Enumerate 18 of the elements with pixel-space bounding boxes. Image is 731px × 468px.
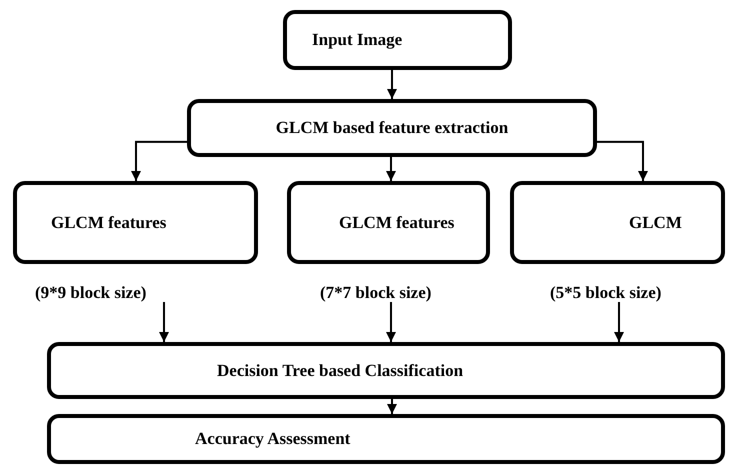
box-label: Accuracy Assessment — [195, 428, 350, 450]
box-label: GLCM — [629, 212, 682, 234]
arrow — [387, 70, 397, 99]
box-label: Input Image — [312, 29, 402, 51]
block-size-note: (9*9 block size) — [35, 282, 146, 304]
arrow — [159, 302, 169, 342]
box-label: GLCM features — [51, 212, 166, 234]
arrow — [387, 399, 397, 414]
box-label: Decision Tree based Classification — [217, 360, 464, 382]
arrow — [597, 140, 648, 181]
box-label: GLCM based feature extraction — [276, 117, 508, 139]
arrow — [386, 157, 396, 181]
arrow — [131, 140, 187, 181]
arrow — [386, 302, 396, 342]
arrow — [614, 302, 624, 342]
box-label: GLCM features — [339, 212, 454, 234]
block-size-note: (5*5 block size) — [550, 282, 662, 304]
block-size-note: (7*7 block size) — [320, 282, 432, 304]
